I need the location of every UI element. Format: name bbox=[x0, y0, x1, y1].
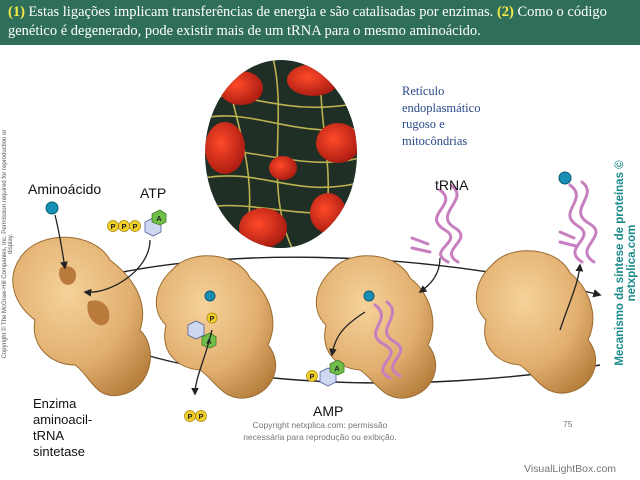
label-reticulo-line-2: endoplasmático bbox=[402, 100, 532, 117]
label-enzyme-line-1: Enzima bbox=[33, 396, 123, 412]
vertical-title: Mecanismo da síntese de proteínas © netx… bbox=[614, 123, 638, 403]
ppi-p-1: P bbox=[187, 412, 192, 421]
footer-line-1: Copyright netxplica.com: permissão bbox=[200, 419, 440, 431]
trna-free bbox=[412, 186, 461, 262]
amino-acid-ball-enzyme2 bbox=[205, 291, 215, 301]
label-enzyme: Enzima aminoacil-tRNA sintetase bbox=[33, 396, 123, 460]
phosphate-p-intermediate: P bbox=[209, 314, 214, 323]
enzyme-2 bbox=[156, 256, 275, 398]
label-reticulo-line-3: rugoso e bbox=[402, 116, 532, 133]
footer-copyright: Copyright netxplica.com: permissão neces… bbox=[200, 419, 440, 443]
adenine-a-atp: A bbox=[156, 214, 162, 223]
watermark: VisualLightBox.com bbox=[524, 463, 616, 475]
side-copyright-text: Copyright © The McGraw-Hill Companies, I… bbox=[2, 124, 14, 364]
amino-acid-ball-enzyme3 bbox=[364, 291, 374, 301]
adenine-a-intermediate: A bbox=[206, 337, 212, 346]
enzyme-4 bbox=[476, 251, 595, 393]
label-aminoacid: Aminoácido bbox=[28, 181, 101, 197]
amino-acid-ball-released bbox=[559, 172, 571, 184]
trna-released bbox=[560, 182, 596, 262]
adenine-a-amp: A bbox=[334, 364, 340, 373]
phosphate-p-3: P bbox=[132, 222, 137, 231]
amp-p: P bbox=[309, 372, 314, 381]
phosphate-p-2: P bbox=[121, 222, 126, 231]
page-number: 75 bbox=[563, 419, 572, 429]
label-amp: AMP bbox=[313, 403, 343, 419]
enzyme-1 bbox=[13, 237, 151, 395]
label-trna: tRNA bbox=[435, 177, 468, 193]
footer-line-2: necessária para reprodução ou exibição. bbox=[200, 431, 440, 443]
label-enzyme-line-3: sintetase bbox=[33, 444, 123, 460]
label-reticulo: Retículo endoplasmático rugoso e mitocôn… bbox=[402, 83, 532, 149]
amino-acid-ball-free bbox=[46, 202, 58, 214]
label-reticulo-line-4: mitocôndrias bbox=[402, 133, 532, 150]
label-atp: ATP bbox=[140, 185, 166, 201]
phosphate-p-1: P bbox=[110, 222, 115, 231]
label-reticulo-line-1: Retículo bbox=[402, 83, 532, 100]
micrograph-image bbox=[203, 58, 359, 250]
label-enzyme-line-2: aminoacil-tRNA bbox=[33, 412, 123, 444]
